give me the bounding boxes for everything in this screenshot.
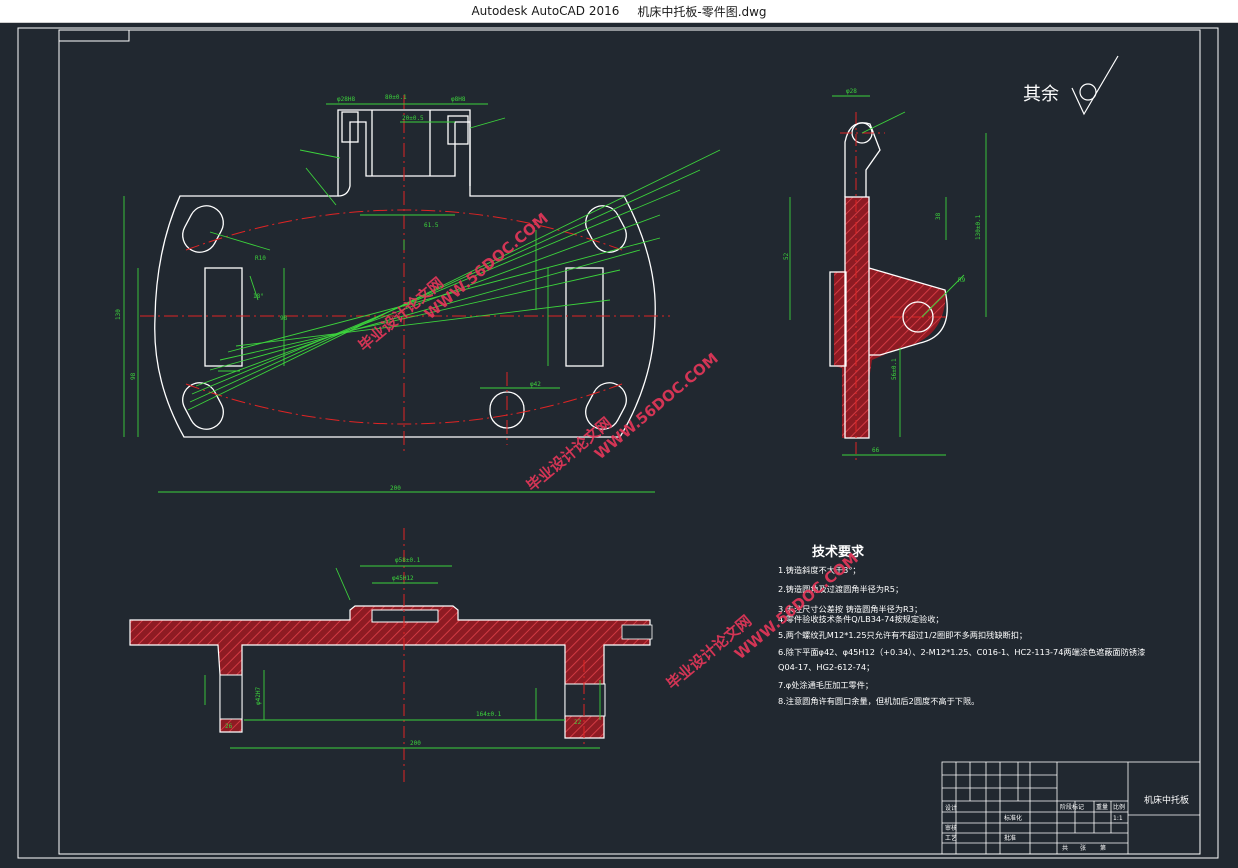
tech-req-line: Q04-17、HG2-612-74； xyxy=(778,662,874,672)
svg-text:比例: 比例 xyxy=(1113,803,1125,811)
svg-text:阶段标记: 阶段标记 xyxy=(1060,803,1084,811)
svg-text:φ42H7: φ42H7 xyxy=(255,687,262,705)
svg-text:φ58±0.1: φ58±0.1 xyxy=(395,557,421,564)
tech-req-line: 1.铸造斜度不大于3°； xyxy=(778,565,861,575)
svg-text:第: 第 xyxy=(1100,844,1106,852)
svg-text:130±0.1: 130±0.1 xyxy=(975,214,982,240)
svg-text:φ28H8: φ28H8 xyxy=(337,96,355,103)
technical-requirements: 技术要求 1.铸造斜度不大于3°； 2.铸造圆角及过渡圆角半径为R5； 3.未注… xyxy=(778,544,1145,706)
svg-text:61.5: 61.5 xyxy=(424,222,439,229)
svg-text:20±0.5: 20±0.5 xyxy=(402,115,424,122)
svg-text:1:1: 1:1 xyxy=(1113,815,1123,822)
svg-text:200: 200 xyxy=(390,485,401,492)
svg-text:标准化: 标准化 xyxy=(1004,814,1022,822)
app-title: Autodesk AutoCAD 2016 xyxy=(471,4,620,18)
tech-req-line: 3.未注尺寸公差按 铸造圆角半径为R3； xyxy=(778,604,922,614)
section-view[interactable]: φ58±0.1 φ45H12 164±0.1 200 φ42H7 26 22 xyxy=(129,528,653,785)
part-name: 机床中托板 xyxy=(1144,794,1189,806)
roughness-label: 其余 xyxy=(1023,84,1059,105)
front-view[interactable]: 80±0.1 φ28H8 φ8H8 20±0.5 61.5 200 130 98… xyxy=(115,94,721,493)
cad-drawing[interactable]: 其余 xyxy=(0,23,1238,868)
svg-text:WWW.56DOC.COM: WWW.56DOC.COM xyxy=(591,349,722,463)
svg-text:200: 200 xyxy=(410,740,421,747)
title-block[interactable] xyxy=(941,761,1201,855)
svg-text:52: 52 xyxy=(783,252,790,260)
svg-text:审核: 审核 xyxy=(945,824,957,832)
svg-text:批准: 批准 xyxy=(1004,834,1016,842)
svg-text:张: 张 xyxy=(1080,844,1086,852)
svg-text:共: 共 xyxy=(1062,844,1068,852)
svg-text:φ42: φ42 xyxy=(530,381,541,388)
svg-text:98: 98 xyxy=(280,315,288,322)
title-block-text: 设计 标准化 审核 工艺 批准 阶段标记 重量 比例 1:1 共 张 第 机床中… xyxy=(945,794,1189,852)
svg-text:φ8H8: φ8H8 xyxy=(451,96,466,103)
drawing-canvas[interactable]: 其余 xyxy=(0,23,1238,868)
svg-text:R9: R9 xyxy=(958,277,966,284)
svg-text:80±0.1: 80±0.1 xyxy=(385,94,407,101)
svg-text:18°: 18° xyxy=(253,293,264,300)
svg-text:38: 38 xyxy=(935,212,942,220)
tech-req-title: 技术要求 xyxy=(812,544,865,560)
tech-req-line: 7.φ处涂通毛压加工零件； xyxy=(778,680,873,690)
svg-text:WWW.56DOC.COM: WWW.56DOC.COM xyxy=(421,209,552,323)
svg-text:重量: 重量 xyxy=(1096,803,1108,811)
sheet-border xyxy=(17,27,1219,859)
svg-text:164±0.1: 164±0.1 xyxy=(476,711,502,718)
tech-req-line: 6.除下平面φ42、φ45H12（+0.34）、2-M12*1.25、C016-… xyxy=(778,647,1145,657)
svg-text:98: 98 xyxy=(130,372,137,380)
svg-text:26: 26 xyxy=(225,723,233,730)
svg-text:130: 130 xyxy=(115,309,122,320)
svg-text:φ28: φ28 xyxy=(846,88,857,95)
side-view[interactable]: φ28 130±0.1 38 52 66 R9 56±0.1 xyxy=(783,88,987,460)
svg-text:φ45H12: φ45H12 xyxy=(392,575,414,582)
roughness-symbol: 其余 xyxy=(1023,55,1119,116)
file-name: 机床中托板-零件图.dwg xyxy=(637,4,767,19)
svg-text:66: 66 xyxy=(872,447,880,454)
tech-req-line: 8.注意圆角许有圆口余量，但机加后2圆度不高于下限。 xyxy=(778,696,979,706)
svg-text:22: 22 xyxy=(574,719,582,726)
window-title-bar: Autodesk AutoCAD 2016 机床中托板-零件图.dwg xyxy=(0,0,1238,23)
svg-text:工艺: 工艺 xyxy=(945,834,957,842)
svg-text:R10: R10 xyxy=(255,255,266,262)
svg-text:设计: 设计 xyxy=(945,804,957,812)
tech-req-line: 5.两个螺纹孔M12*1.25只允许有不超过1/2圈即不多两扣残缺断扣； xyxy=(778,630,1027,640)
tech-req-line: 4.零件验收技术条件Q/LB34-74按规定验收； xyxy=(778,614,944,624)
svg-text:56±0.1: 56±0.1 xyxy=(891,358,898,380)
tech-req-line: 2.铸造圆角及过渡圆角半径为R5； xyxy=(778,584,903,594)
